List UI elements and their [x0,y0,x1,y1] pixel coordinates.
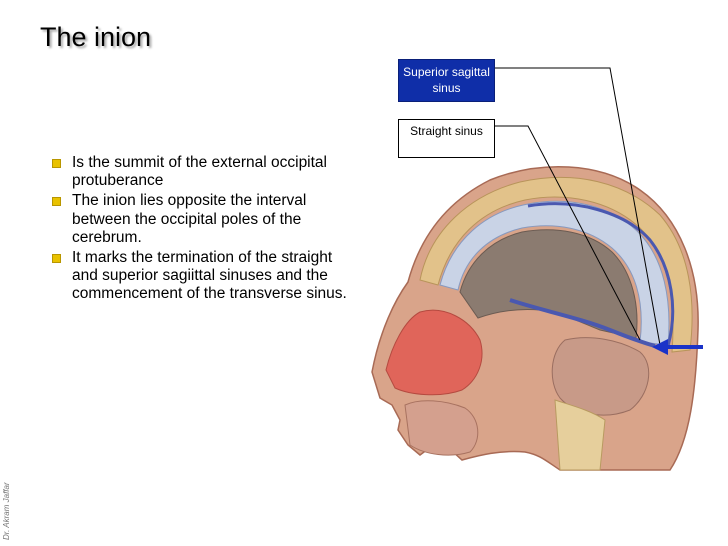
bullet-item: Is the summit of the external occipital … [52,154,352,190]
square-bullet-icon [52,159,61,168]
straight-sinus-vessel [509,298,656,348]
bullet-text: Is the summit of the external occipital … [72,154,328,190]
square-bullet-icon [52,254,61,264]
oral-region [404,400,479,456]
label-superior-sagittal-sinus: Superior sagittal sinus [398,59,495,102]
author-watermark: Dr. Akram Jaffar [2,482,11,540]
leader-line-superior-sagittal-sinus [495,67,661,346]
spinal-column [554,399,606,471]
square-bullet-icon [52,197,61,207]
bullet-item: It marks the termination of the straight… [52,249,352,304]
nasal-cavity [385,309,483,396]
leader-line-straight-sinus [495,125,641,341]
cerebellum [551,337,650,416]
bullet-list: Is the summit of the external occipital … [52,154,352,306]
label-straight-sinus: Straight sinus [398,119,495,158]
slide-title: The inion [40,22,152,52]
inion-pointer-arrow-icon [652,339,703,355]
skull-bone [419,176,693,353]
bullet-text: The inion lies opposite the interval bet… [72,192,307,246]
bullet-item: The inion lies opposite the interval bet… [52,192,352,247]
bullet-text: It marks the termination of the straight… [72,249,347,303]
